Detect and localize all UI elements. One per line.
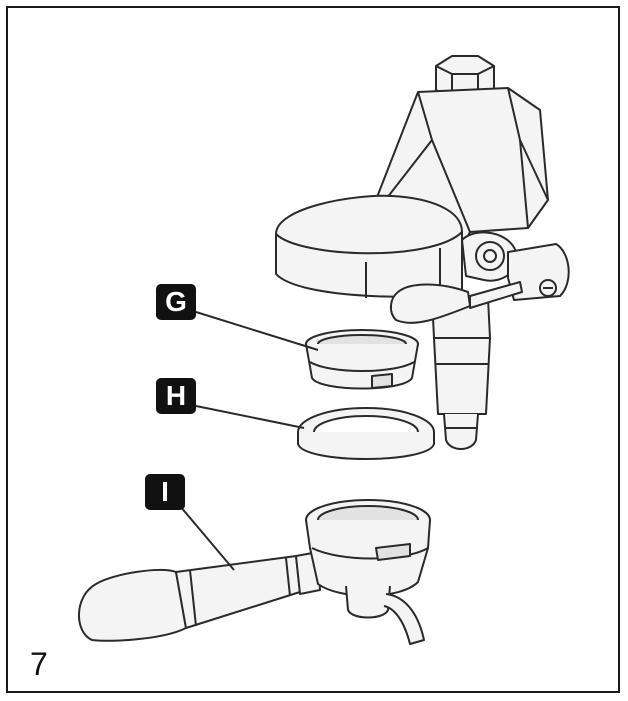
label-h: H [156, 378, 196, 414]
part-i-portafilter [78, 499, 431, 645]
group-head [275, 55, 570, 450]
part-g-filter-basket [305, 329, 419, 390]
label-g: G [156, 284, 196, 320]
leader-line-h [195, 405, 305, 429]
leader-line-i [179, 505, 235, 571]
figure-number: 7 [30, 646, 48, 682]
leader-line-g [195, 311, 319, 351]
part-h-gasket [297, 407, 435, 460]
label-i: I [145, 474, 185, 510]
